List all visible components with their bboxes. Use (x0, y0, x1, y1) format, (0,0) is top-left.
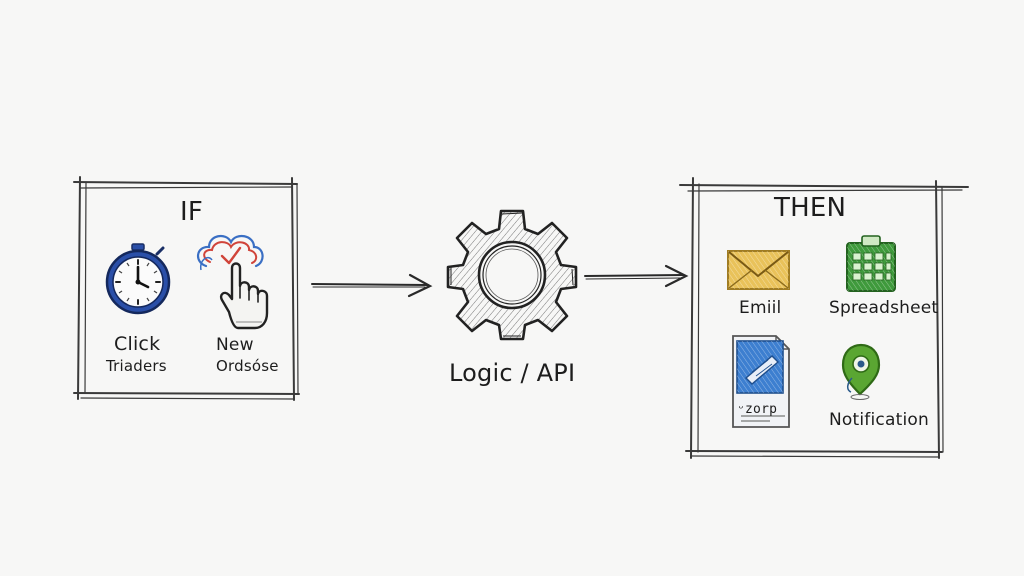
trigger-new-label: New (216, 335, 254, 355)
trigger-new-sublabel: Ordsóse (216, 357, 279, 375)
arrow-if-to-logic (311, 273, 433, 298)
stopwatch-icon (105, 243, 171, 315)
envelope-icon (727, 250, 790, 290)
document-icon (732, 335, 790, 428)
then-panel-frame (679, 177, 969, 459)
action-email-label: Emiil (739, 298, 782, 318)
logic-api-label: Logic / API (449, 359, 576, 387)
action-document-label: ᵕzorp (737, 402, 778, 417)
spreadsheet-icon (846, 235, 896, 292)
if-panel-frame (73, 176, 300, 401)
then-panel-title: THEN (774, 193, 847, 223)
trigger-click-sublabel: Triaders (106, 357, 167, 375)
arrow-logic-to-then (584, 264, 689, 288)
location-pin-icon (841, 343, 881, 400)
if-panel-title: IF (180, 197, 204, 227)
action-spreadsheet-label: Spreadsheet (829, 298, 939, 318)
action-notification-label: Notification (829, 410, 929, 430)
gear-icon (446, 209, 578, 341)
trigger-click-label: Click (114, 333, 161, 355)
cloud-hand-pointer-icon (197, 234, 269, 330)
